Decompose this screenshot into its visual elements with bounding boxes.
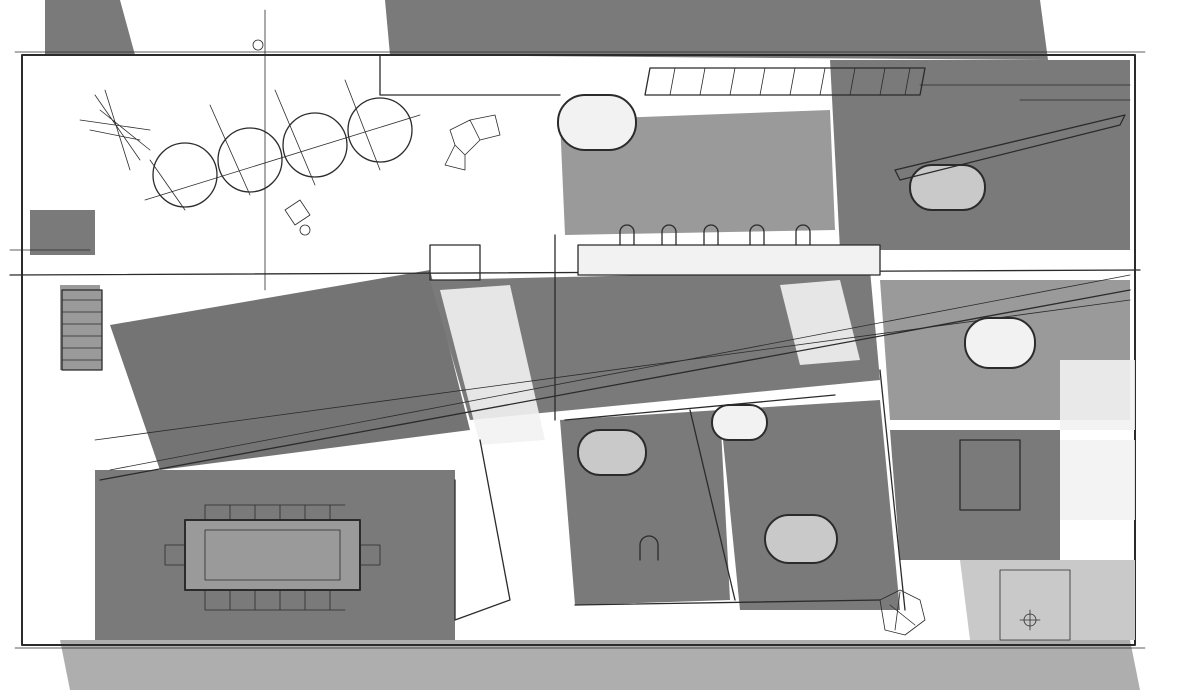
stair <box>61 289 103 371</box>
bathtubs <box>557 94 1036 564</box>
pendant-lights <box>144 9 421 291</box>
light-bands <box>440 280 1135 520</box>
sun-rays <box>79 89 151 171</box>
vanity-basins <box>577 224 881 561</box>
top-wash <box>45 0 1140 690</box>
diagonal-beams <box>9 249 1141 481</box>
partitions <box>379 54 1131 641</box>
plants <box>284 114 926 636</box>
outer-walls <box>14 51 1146 649</box>
dining-set <box>164 504 381 611</box>
skylight <box>644 67 926 96</box>
